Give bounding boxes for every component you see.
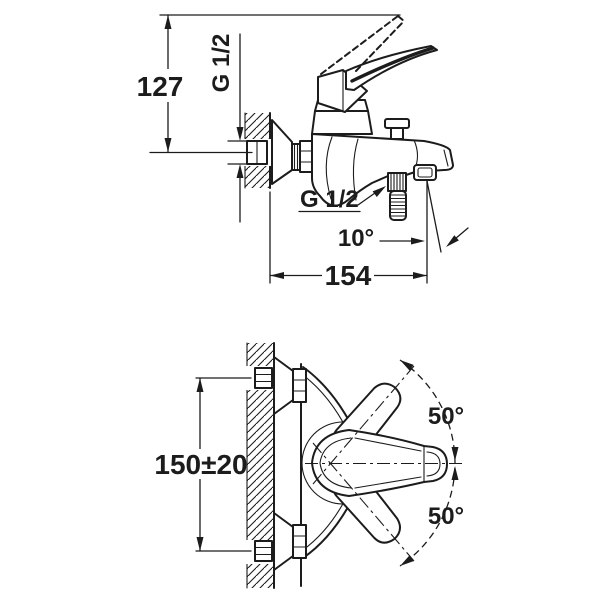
handle-tip-inner (426, 451, 441, 477)
dim-spout-angle: 10° (338, 180, 469, 284)
eccentric-union (254, 367, 273, 389)
handle-grip-inner (319, 437, 352, 489)
dim-spout-angle-label: 10° (338, 225, 374, 252)
escutcheon-cone (273, 512, 294, 571)
arrowhead (400, 360, 414, 371)
spout-aerator (413, 164, 437, 181)
union-nut (292, 524, 307, 559)
arrowhead (451, 466, 459, 480)
arrowhead (164, 138, 172, 152)
spout-tip-inner (443, 149, 449, 167)
upper-mount (254, 356, 307, 415)
body-contour-1 (325, 136, 333, 200)
front-view: 50° 50° 150±20 (154, 342, 465, 589)
arrowhead (196, 537, 204, 551)
dim-shower-thread-label: G 1/2 (300, 186, 359, 213)
thread-ridges (293, 143, 299, 171)
faucet-body-side (311, 133, 454, 207)
raised-lever-edge-1 (320, 15, 399, 75)
dim-inlet-thread-label: G 1/2 (208, 34, 235, 93)
union-nut-flats (299, 150, 313, 163)
diverter-knob (384, 118, 410, 140)
union-flats (254, 373, 273, 383)
eccentric-union (254, 540, 273, 562)
dim-154-label: 154 (325, 260, 372, 291)
arrowhead (236, 127, 244, 141)
shower-thread-ridges (390, 173, 404, 191)
dim-inlet-thread: G 1/2 (208, 33, 250, 223)
dim-mount-distance-label: 150±20 (154, 449, 247, 480)
aerator-inner (417, 167, 433, 178)
arrowhead (196, 378, 204, 392)
escutcheon-cone (273, 356, 294, 415)
lower-mount (254, 512, 307, 571)
dim-150-text-bg (160, 449, 242, 479)
neck-band-lower (311, 110, 373, 135)
swing-arc (399, 359, 456, 567)
union-nut (299, 140, 313, 173)
union-nut-flats (292, 379, 307, 392)
dim-127-text-bg (137, 69, 184, 102)
angled-reference (426, 180, 442, 253)
lever-handle-side (317, 45, 438, 113)
lever-blade (345, 45, 438, 91)
side-view: 127 G 1/2 G 1/2 10° (137, 14, 469, 291)
union-nut (292, 368, 307, 403)
leader-line (357, 192, 376, 206)
diverter-stem (390, 127, 404, 140)
union-flats (254, 546, 273, 556)
arrowhead (400, 555, 414, 566)
wall-section-side (244, 112, 271, 189)
dim-127-label: 127 (137, 71, 184, 102)
escutcheon-cone (271, 119, 293, 185)
raised-lever-tip (397, 15, 405, 22)
angle-50-upper-label: 50° (428, 403, 464, 430)
thread-section (291, 143, 301, 171)
lever-handle-raised-dashed (320, 15, 405, 75)
dim-shower-thread: G 1/2 (298, 186, 386, 213)
down-axis (312, 442, 415, 562)
body-contour-2 (352, 138, 359, 201)
arrowhead (270, 272, 284, 279)
handle-taper-inner (354, 437, 422, 489)
hose-ribs (389, 194, 407, 217)
extension-lines (227, 140, 250, 165)
center-lines (305, 365, 465, 562)
arrowhead (451, 447, 459, 461)
arrowhead (413, 272, 427, 279)
raised-lever-edge-2 (355, 20, 405, 72)
inlet-connection-side (271, 119, 313, 185)
diverter-cap (384, 118, 410, 129)
arrowhead (236, 164, 244, 178)
lever-blade-band (350, 46, 435, 83)
arrowhead (372, 186, 386, 197)
handle-swing-arc: 50° 50° (399, 359, 464, 567)
arrowhead (411, 237, 425, 245)
aerator-outline (413, 164, 437, 181)
arrowhead (446, 235, 459, 247)
dim-length-154: 154 (269, 191, 428, 291)
extension-lines (195, 377, 252, 552)
up-axis (312, 365, 415, 485)
dim-mount-distance: 150±20 (154, 377, 252, 552)
shower-outlet (387, 172, 407, 221)
leader-line-right (454, 227, 469, 240)
union-nut-flats (292, 535, 307, 548)
dim-154-text-bg (322, 262, 374, 288)
dim-127: 127 (137, 14, 401, 154)
angle-50-lower-label: 50° (428, 503, 464, 530)
arrowhead (164, 15, 172, 29)
